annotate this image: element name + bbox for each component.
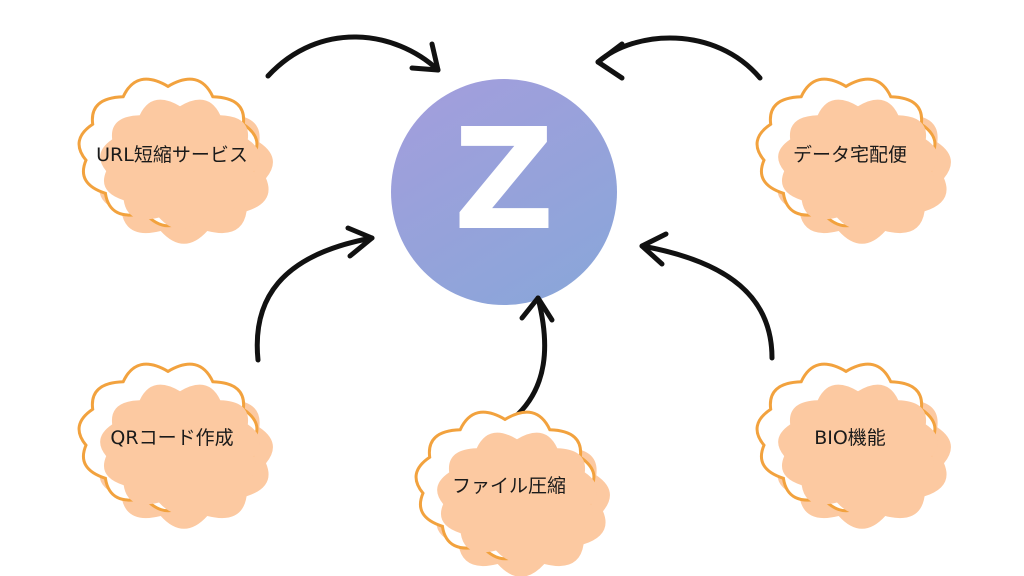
cloud-url [77,77,273,244]
arrow-url-to-hub [265,34,441,79]
cloud-layer [77,77,951,576]
node-data: データ宅配便 [793,144,907,166]
cloud-url-fill [100,99,260,230]
node-url: URL短縮サービス [96,144,248,166]
node-qr: QRコード作成 [110,427,233,449]
node-file-label: ファイル圧縮 [452,475,566,497]
hub-logo-letter: Z [453,99,555,262]
arrow-file-to-hub [511,295,555,421]
arrow-bio-to-hub [639,231,775,361]
cloud-qr [77,362,273,529]
node-bio: BIO機能 [814,427,886,449]
node-data-label: データ宅配便 [793,144,907,166]
arrow-data-to-hub [595,35,763,81]
cloud-bio-fill [778,384,938,515]
cloud-bio [755,362,951,529]
cloud-file-fill [437,432,597,563]
node-url-label: URL短縮サービス [96,144,248,166]
node-qr-label: QRコード作成 [110,427,233,449]
arrow-qr-to-hub [254,225,375,363]
hub: Z [391,79,617,305]
hub-circle [391,79,617,305]
cloud-qr-fill [100,384,260,515]
cloud-data-fill [778,99,938,230]
node-bio-label: BIO機能 [814,427,886,449]
cloud-file [414,410,610,576]
cloud-data [755,77,951,244]
node-file: ファイル圧縮 [452,475,566,497]
